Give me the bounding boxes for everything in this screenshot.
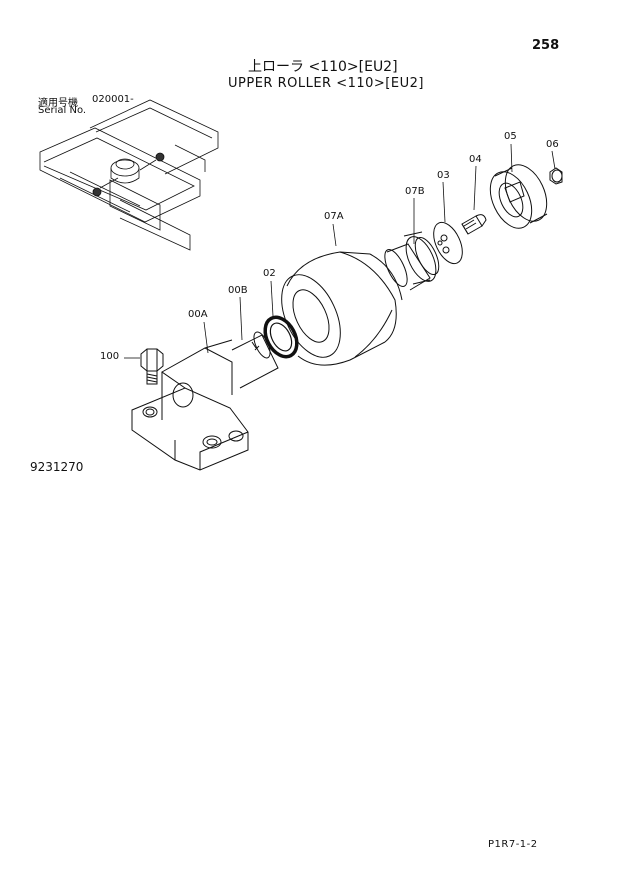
collar-07B xyxy=(380,232,443,290)
callout-05: 05 xyxy=(504,131,517,142)
shaft-00B xyxy=(232,330,278,388)
title-english: UPPER ROLLER <110>[EU2] xyxy=(228,76,424,91)
callout-02: 02 xyxy=(263,268,276,279)
figure-number: 9231270 xyxy=(30,460,84,474)
leader-lines xyxy=(124,144,555,358)
callout-100: 100 xyxy=(100,351,120,362)
callout-06: 06 xyxy=(546,139,559,150)
undercarriage-locator-icon xyxy=(40,100,218,250)
shaft-bracket-00A xyxy=(132,340,248,470)
callout-07B: 07B xyxy=(405,186,425,197)
serial-value: 020001- xyxy=(92,94,134,105)
serial-label-japanese: 適用号機 xyxy=(38,98,78,109)
plug-06 xyxy=(550,168,562,184)
footer-code: P1R7-1-2 xyxy=(488,839,538,850)
callout-07A: 07A xyxy=(324,211,344,222)
roller-07A xyxy=(270,252,402,366)
callout-04: 04 xyxy=(469,154,482,165)
bolt-04 xyxy=(462,215,486,234)
serial-label-english: Serial No. xyxy=(38,105,87,116)
title-japanese: 上ローラ <110>[EU2] xyxy=(248,59,398,75)
page-number: 258 xyxy=(532,38,560,53)
bolt-100 xyxy=(141,349,163,384)
thrust-plate-03 xyxy=(428,218,468,268)
callout-03: 03 xyxy=(437,170,450,181)
seal-ring-02 xyxy=(259,312,303,362)
callout-00B: 00B xyxy=(228,285,248,296)
callout-00A: 00A xyxy=(188,309,208,320)
cover-05 xyxy=(482,158,555,235)
